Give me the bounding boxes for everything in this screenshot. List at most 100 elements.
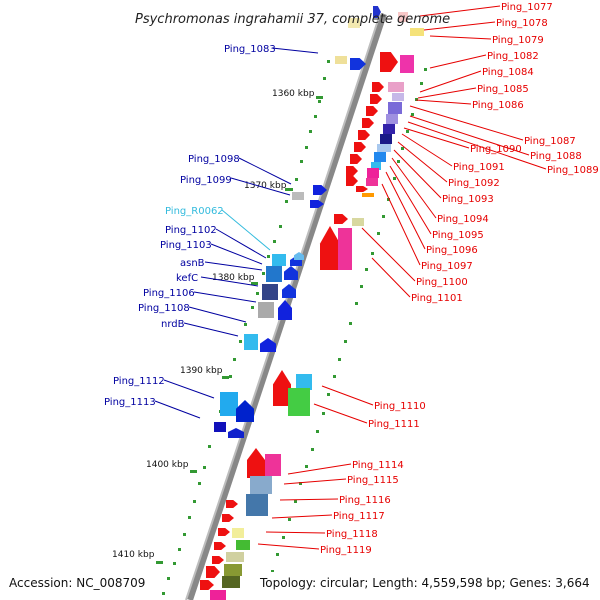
label-leader-line (429, 35, 492, 40)
gene-label-right[interactable]: Ping_1117 (333, 511, 385, 522)
gene-label-right[interactable]: Ping_1116 (339, 495, 391, 506)
minor-tick-left (305, 146, 308, 149)
gene-label-left[interactable]: Ping_1102 (165, 225, 217, 236)
minor-tick-left (323, 77, 326, 80)
gene-label-left[interactable]: Ping_1103 (160, 240, 212, 251)
label-leader-line (409, 115, 530, 156)
minor-tick-right (393, 177, 396, 180)
gene-label-right[interactable]: Ping_1096 (426, 245, 478, 256)
gene-glyph (260, 338, 276, 352)
gene-glyph (214, 422, 226, 432)
gene-label-right[interactable]: Ping_1118 (326, 529, 378, 540)
gene-label-right[interactable]: Ping_1110 (374, 401, 426, 412)
gene-glyph (398, 12, 408, 22)
minor-tick-right (371, 252, 374, 255)
gene-label-right[interactable]: Ping_1111 (368, 419, 420, 430)
gene-label-left[interactable]: Ping_1106 (143, 288, 195, 299)
gene-label-left[interactable]: Ping_1099 (180, 175, 232, 186)
gene-label-right[interactable]: Ping_1119 (320, 545, 372, 556)
minor-tick-right (360, 285, 363, 288)
gene-glyph (284, 266, 298, 280)
gene-glyph (358, 130, 370, 140)
minor-tick-left (285, 200, 288, 203)
label-leader-line (419, 5, 501, 17)
label-leader-line (210, 243, 263, 265)
label-leader-line (397, 141, 448, 183)
label-leader-line (415, 99, 472, 105)
gene-label-right[interactable]: Ping_1077 (501, 2, 553, 13)
gene-glyph (247, 448, 265, 478)
gene-label-left[interactable]: Ping_R0062 (165, 206, 224, 217)
gene-glyph (334, 214, 348, 224)
gene-glyph (278, 300, 292, 320)
minor-tick-right (294, 500, 297, 503)
minor-tick-left (273, 240, 276, 243)
gene-glyph (218, 528, 230, 536)
minor-tick-left (167, 577, 170, 580)
scale-tick-label: 1360 kbp (272, 89, 315, 99)
gene-label-left[interactable]: Ping_1112 (113, 376, 165, 387)
gene-label-right[interactable]: Ping_1100 (416, 277, 468, 288)
scale-tick-mark (285, 188, 292, 191)
gene-label-right[interactable]: Ping_1078 (496, 18, 548, 29)
gene-label-right[interactable]: Ping_1101 (411, 293, 463, 304)
label-leader-line (429, 54, 487, 69)
gene-label-right[interactable]: Ping_1114 (352, 460, 404, 471)
gene-label-right[interactable]: Ping_1092 (448, 178, 500, 189)
gene-glyph (392, 93, 404, 101)
gene-glyph (383, 124, 395, 134)
scale-tick-label: 1390 kbp (180, 366, 223, 376)
minor-tick-right (355, 302, 358, 305)
minor-tick-right (377, 232, 380, 235)
gene-glyph (206, 566, 220, 578)
gene-label-right[interactable]: Ping_1086 (472, 100, 524, 111)
gene-label-right[interactable]: Ping_1082 (487, 51, 539, 62)
topology-text: Topology: circular; Length: 4,559,598 bp… (259, 576, 590, 590)
minor-tick-right (316, 430, 319, 433)
label-leader-line (361, 227, 416, 282)
gene-glyph (388, 102, 402, 114)
gene-glyph (273, 370, 291, 406)
gene-label-right[interactable]: Ping_1079 (492, 35, 544, 46)
gene-label-right[interactable]: Ping_1088 (530, 151, 582, 162)
label-leader-line (389, 165, 432, 235)
label-leader-line (265, 531, 326, 534)
gene-label-left[interactable]: Ping_1098 (188, 154, 240, 165)
gene-label-right[interactable]: Ping_1115 (347, 475, 399, 486)
gene-glyph (386, 114, 398, 124)
gene-label-right[interactable]: Ping_1095 (432, 230, 484, 241)
gene-glyph (310, 200, 324, 208)
minor-tick-right (305, 465, 308, 468)
gene-label-right[interactable]: Ping_1091 (453, 162, 505, 173)
gene-label-right[interactable]: Ping_1089 (547, 165, 599, 176)
minor-tick-left (198, 482, 201, 485)
label-leader-line (271, 514, 333, 519)
gene-label-left[interactable]: Ping_1083 (224, 44, 276, 55)
gene-label-left[interactable]: nrdB (161, 319, 185, 330)
label-leader-line (200, 276, 259, 287)
label-leader-line (313, 403, 368, 424)
minor-tick-right (322, 412, 325, 415)
gene-label-right[interactable]: Ping_1090 (470, 144, 522, 155)
gene-label-left[interactable]: Ping_1108 (138, 303, 190, 314)
gene-label-right[interactable]: Ping_1085 (477, 84, 529, 95)
minor-tick-right (401, 147, 404, 150)
gene-glyph (265, 454, 281, 476)
gene-label-left[interactable]: kefC (176, 273, 198, 284)
gene-glyph (346, 166, 358, 176)
gene-glyph (373, 6, 381, 18)
label-leader-line (279, 498, 339, 501)
gene-label-right[interactable]: Ping_1094 (437, 214, 489, 225)
gene-glyph (226, 500, 238, 508)
footer-bg (6, 572, 156, 592)
gene-label-right[interactable]: Ping_1093 (442, 194, 494, 205)
gene-glyph (366, 106, 378, 116)
gene-label-right[interactable]: Ping_1097 (421, 261, 473, 272)
minor-tick-right (349, 322, 352, 325)
gene-label-left[interactable]: asnB (180, 258, 205, 269)
gene-label-right[interactable]: Ping_1084 (482, 67, 534, 78)
label-leader-line (403, 127, 470, 149)
gene-label-left[interactable]: Ping_1113 (104, 397, 156, 408)
gene-label-right[interactable]: Ping_1087 (524, 136, 576, 147)
